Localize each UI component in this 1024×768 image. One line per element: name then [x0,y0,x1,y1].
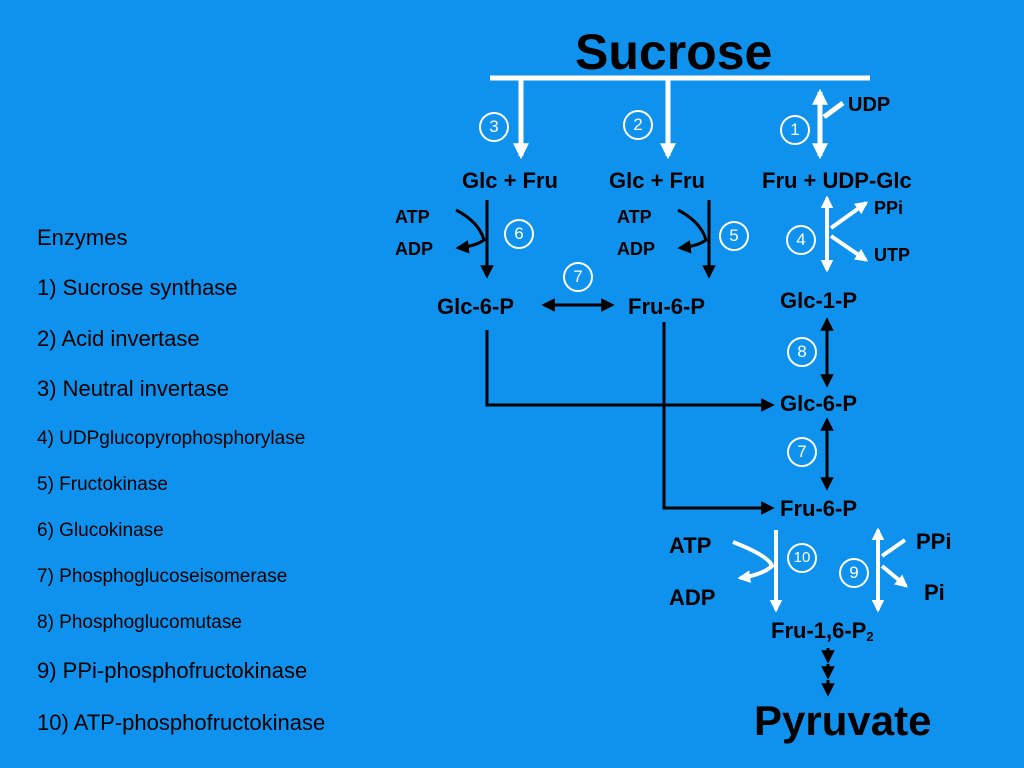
step-number-7: 7 [787,437,817,467]
enzyme-item: 3) Neutral invertase [37,376,229,401]
fru16p2-subscript: 2 [866,629,874,644]
pi-label: Pi [924,580,945,605]
branch-left-label: Glc + Fru [462,168,558,193]
enzymes-heading: Enzymes [37,225,128,250]
conversion-arrows [485,298,834,515]
step-number-3: 3 [479,112,509,142]
glc1p-label: Glc-1-P [780,288,858,313]
phosphorylation-arrows [455,200,716,279]
adp-label: ADP [617,239,656,259]
fru16p2-base: Fru-1,6-P [771,618,867,643]
udp-label: UDP [848,94,891,116]
branch-mid-label: Glc + Fru [609,168,705,193]
atp-label: ATP [669,533,712,558]
enzyme-item: 9) PPi-phosphofructokinase [37,658,308,683]
enzyme-item: 4) UDPglucopyrophosphorylase [37,428,306,449]
atp-label: ATP [617,207,652,227]
fru16p2-label: Fru-1,6-P2 [771,618,874,644]
pyruvate-product: Pyruvate [754,697,932,744]
fru6p-mid-label: Fru-6-P [628,294,705,319]
step-number-10: 10 [787,543,817,573]
enzyme-item: 7) Phosphoglucoseisomerase [37,566,288,587]
enzyme-item: 1) Sucrose synthase [37,275,238,300]
enzyme-item: 2) Acid invertase [37,326,200,351]
sucrose-branch-arrows [490,75,870,160]
step-number-2: 2 [623,110,653,140]
phosphofructokinase-arrows [732,527,908,613]
udp-glc-arrows [820,195,869,273]
glc6p-left-label: Glc-6-P [437,294,515,319]
step-number-7: 7 [563,262,593,292]
fru6p-right-label: Fru-6-P [780,496,857,521]
enzyme-item: 5) Fructokinase [37,474,168,495]
ppi-label: PPi [916,529,952,554]
enzyme-item: 8) Phosphoglucomutase [37,612,242,633]
glc6p-right-label: Glc-6-P [780,391,858,416]
step-number-6: 6 [504,219,534,249]
step-number-8: 8 [787,337,817,367]
atp-label: ATP [395,207,430,227]
step-number-4: 4 [786,225,816,255]
sucrose-title: Sucrose [575,24,773,80]
step-number-1: 1 [780,115,810,145]
ppi-label: PPi [874,198,904,218]
branch-right-label: Fru + UDP-Glc [762,168,912,193]
enzyme-item: 6) Glucokinase [37,520,164,541]
enzyme-item: 10) ATP-phosphofructokinase [37,710,326,735]
step-number-5: 5 [719,221,749,251]
step-number-9: 9 [839,558,869,588]
adp-label: ADP [669,585,716,610]
utp-label: UTP [874,245,910,265]
adp-label: ADP [395,239,434,259]
